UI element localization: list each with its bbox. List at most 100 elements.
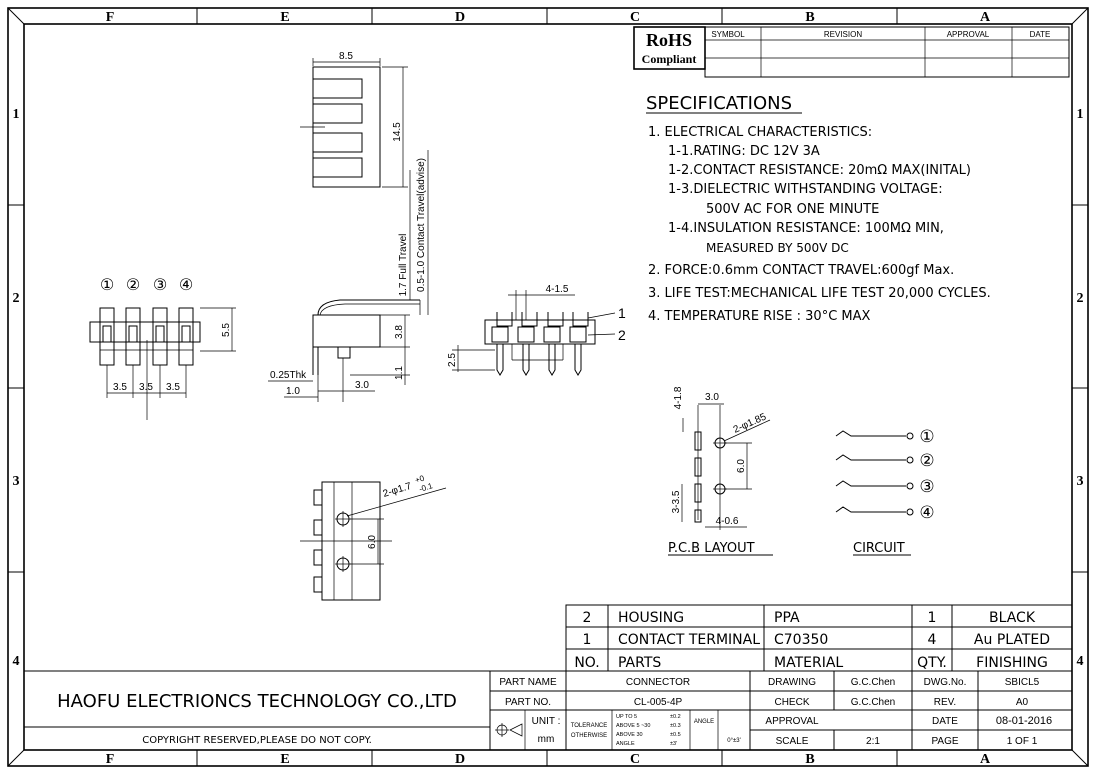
spec-line: 1-4.INSULATION RESISTANCE: 100MΩ MIN, [668,221,944,236]
spec-line: 500V AC FOR ONE MINUTE [706,202,879,217]
spec-line: 1-3.DIELECTRIC WITHSTANDING VOLTAGE: [668,182,943,197]
dim-label: 3.0 [705,392,719,403]
dim-label: 6.0 [736,459,747,473]
col-label: C [630,752,640,767]
rev-header: SYMBOL [711,30,745,39]
dim-label: 3.8 [394,325,405,339]
dim-label: 3-3.5 [671,490,682,513]
col-label: E [280,752,289,767]
spec-line: 2. FORCE:0.6mm CONTACT TRAVEL:600gf Max. [648,263,954,278]
row-labels: 1 2 3 4 1 2 3 4 [13,107,1084,669]
dim-label: 4-1.8 [673,386,684,409]
rohs-mark: RoHS Compliant [633,26,706,70]
dim-label: 0.5-1.0 Contact Travel(advise) [416,158,427,292]
spec-line: MEASURED BY 500V DC [706,241,849,255]
col-label: D [455,752,465,767]
unit-label: UNIT : [532,716,561,727]
pin-number: ④ [179,275,193,294]
dim-label: 2.5 [447,353,458,367]
title-block: HAOFU ELECTRIONCS TECHNOLOGY CO.,LTD COP… [23,670,1073,751]
side-view: 1.7 Full Travel 0.5-1.0 Contact Travel(a… [268,150,429,402]
row-label: 3 [1077,474,1084,489]
rev-value: A0 [1016,697,1029,708]
angle-value: 0°±3' [727,738,741,744]
date-label: DATE [932,716,958,727]
rohs-subtext: Compliant [642,52,697,66]
dim-label: 3.5 [166,382,180,393]
bom-cell: FINISHING [976,655,1048,671]
spec-line: 1-1.RATING: DC 12V 3A [668,144,820,159]
col-label: A [980,752,991,767]
date-value: 08-01-2016 [996,715,1052,727]
dim-tolerance: +0 [414,473,426,484]
dim-label: 8.5 [339,51,353,62]
pin-number: ③ [153,275,167,294]
rev-header: APPROVAL [947,30,990,39]
bom-cell: BLACK [989,610,1036,626]
part-name-value: CONNECTOR [626,677,690,688]
scale-value: 2:1 [866,736,880,747]
spec-line: 4. TEMPERATURE RISE : 30°C MAX [648,309,871,324]
rev-header: DATE [1030,30,1051,39]
tol-row: UP TO 5 [616,714,637,720]
spec-line: 1. ELECTRICAL CHARACTERISTICS: [648,125,872,140]
bom-cell: 1 [583,632,592,648]
bom-cell: MATERIAL [774,655,843,671]
row-label: 1 [1077,107,1084,122]
rev-header: REVISION [824,30,862,39]
tol-row: ABOVE 5 ~30 [616,723,650,729]
page-label: PAGE [931,736,958,747]
callout-number: 2 [618,327,626,343]
dim-label: 14.5 [392,122,403,142]
col-label: E [280,10,289,25]
dim-label: 1.0 [286,386,300,397]
part-no-label: PART NO. [505,697,551,708]
dim-label: 3.5 [113,382,127,393]
spec-title: SPECIFICATIONS [646,93,792,114]
dim-label: 1.7 Full Travel [398,234,409,297]
tol-row: ±0.3 [670,723,681,729]
dwg-label: DWG.No. [924,677,967,688]
company-name: HAOFU ELECTRIONCS TECHNOLOGY CO.,LTD [57,691,457,712]
dim-label: 3.0 [355,380,369,391]
column-labels-bottom: F E D C B A [106,752,991,767]
front-view: ① ② ③ ④ 5.5 3.5 3.5 3.5 [89,275,236,420]
circuit-number: ④ [919,503,934,523]
rear-view: 4-1.5 1 2 2.5 [447,284,626,376]
spec-line: 3. LIFE TEST:MECHANICAL LIFE TEST 20,000… [648,286,991,301]
dim-tolerance: -0.1 [418,481,434,494]
dim-label: 4-0.6 [716,516,739,527]
row-label: 2 [13,291,20,306]
rev-label: REV. [934,697,956,708]
col-label: A [980,10,991,25]
pcb-layout: 3.0 4-1.8 2-φ1.85 6.0 3-3.5 4-0.6 P.C.B … [668,386,773,556]
row-label: 4 [1077,654,1084,669]
drawing-value: G.C.Chen [851,677,895,688]
drawing-label: DRAWING [768,677,816,688]
col-label: B [805,10,814,25]
top-view: 8.5 14.5 [300,51,408,188]
spec-line: 1-2.CONTACT RESISTANCE: 20mΩ MAX(INITAL) [668,163,971,178]
pin-number: ① [100,275,114,294]
dim-label: 3.5 [139,382,153,393]
specifications: SPECIFICATIONS 1. ELECTRICAL CHARACTERIS… [646,93,991,324]
bom-cell: 2 [583,610,592,626]
tol-row: ±0.5 [670,732,681,738]
row-label: 1 [13,107,20,122]
bom-cell: NO. [574,655,599,671]
callout-number: 1 [618,305,626,321]
revision-table: SYMBOL REVISION APPROVAL DATE [704,26,1070,78]
tolerance-label: TOLERANCE [571,723,608,729]
row-label: 3 [13,474,20,489]
pin-number: ② [126,275,140,294]
bom-cell: QTY. [917,655,947,671]
row-label: 2 [1077,291,1084,306]
bom-cell: HOUSING [618,610,684,626]
unit-value: mm [538,734,555,745]
circuit-number: ① [919,427,934,447]
tol-row: ANGLE [616,741,635,747]
otherwise-label: OTHERWISE [571,733,607,739]
dim-label: 2-φ1.85 [732,411,769,435]
